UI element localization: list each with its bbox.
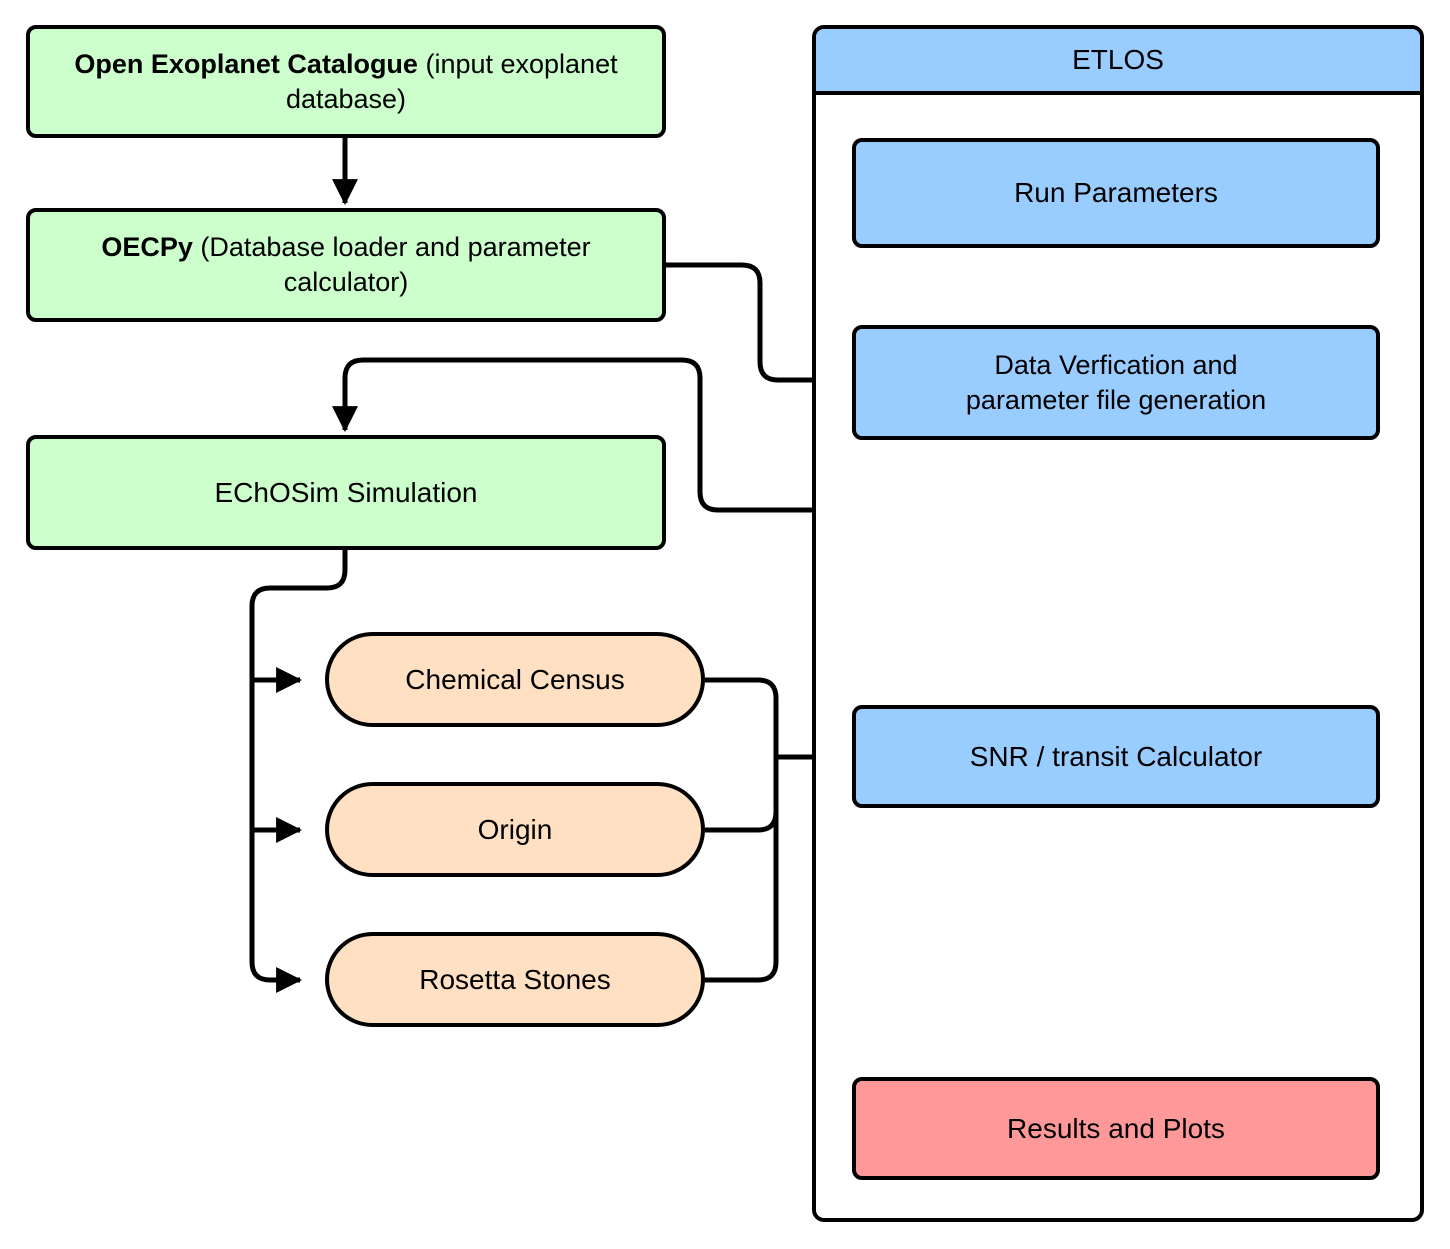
edge-origin-to-snr xyxy=(705,757,779,833)
node-open-exoplanet-catalogue[interactable]: Open Exoplanet Catalogue (input exoplane… xyxy=(26,25,666,138)
oecpy-label-bold: OECPy xyxy=(101,232,193,263)
snr-transit-calculator-label: SNR / transit Calculator xyxy=(969,740,1263,772)
etlos-title: ETLOS xyxy=(816,29,1420,95)
edge-rosetta-stones-to-snr xyxy=(705,757,779,983)
open-exoplanet-catalogue-label-rest: (input exoplanet database) xyxy=(285,48,618,114)
node-snr-transit-calculator[interactable]: SNR / transit Calculator xyxy=(852,705,1380,808)
open-exoplanet-catalogue-label: Open Exoplanet Catalogue (input exoplane… xyxy=(30,47,662,116)
edge-chemical-census-to-snr xyxy=(705,677,779,757)
rosetta-stones-label: Rosetta Stones xyxy=(419,963,611,995)
node-echosim-simulation[interactable]: EChOSim Simulation xyxy=(26,435,666,550)
data-verification-label-line1: Data Verfication and xyxy=(994,349,1238,380)
chemical-census-label: Chemical Census xyxy=(405,663,625,695)
oecpy-label-rest: (Database loader and parameter calculato… xyxy=(192,232,591,297)
oecpy-label: OECPy (Database loader and parameter cal… xyxy=(30,230,662,299)
node-chemical-census[interactable]: Chemical Census xyxy=(325,632,705,727)
node-results-and-plots[interactable]: Results and Plots xyxy=(852,1077,1380,1180)
node-origin[interactable]: Origin xyxy=(325,782,705,877)
node-run-parameters[interactable]: Run Parameters xyxy=(852,138,1380,248)
open-exoplanet-catalogue-label-bold: Open Exoplanet Catalogue xyxy=(74,48,418,79)
data-verification-label: Data Verfication and parameter file gener… xyxy=(952,348,1280,417)
echosim-simulation-label: EChOSim Simulation xyxy=(214,476,478,508)
edge-echosim-to-science-bus xyxy=(249,550,348,993)
run-parameters-label: Run Parameters xyxy=(1014,177,1218,209)
data-verification-label-line2: parameter file generation xyxy=(965,384,1267,415)
results-and-plots-label: Results and Plots xyxy=(1007,1112,1225,1144)
origin-label: Origin xyxy=(477,813,553,845)
node-rosetta-stones[interactable]: Rosetta Stones xyxy=(325,932,705,1027)
node-oecpy[interactable]: OECPy (Database loader and parameter cal… xyxy=(26,208,666,322)
node-data-verification[interactable]: Data Verfication and parameter file gener… xyxy=(852,325,1380,440)
